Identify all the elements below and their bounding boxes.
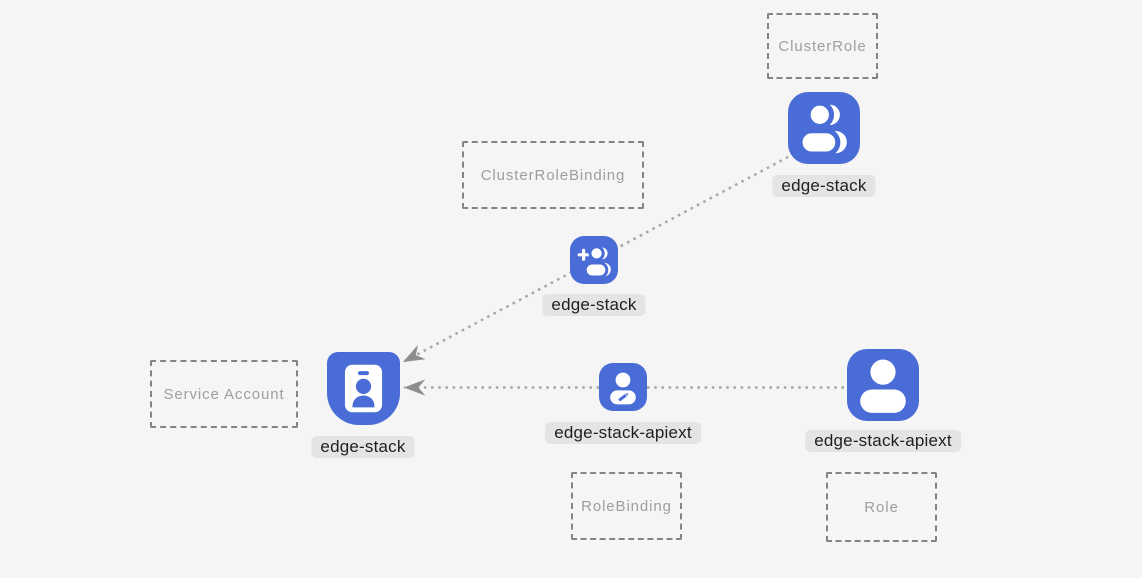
serviceaccount-type-box: Service Account (150, 360, 298, 428)
clusterrole-type-label: ClusterRole (778, 37, 867, 55)
serviceaccount-name-badge: edge-stack (311, 436, 415, 458)
clusterrolebinding-name-badge: edge-stack (542, 294, 646, 316)
user-icon (847, 349, 919, 421)
serviceaccount-type-label: Service Account (163, 385, 285, 403)
rolebinding-name-badge: edge-stack-apiext (545, 422, 701, 444)
role-type-label: Role (864, 498, 899, 516)
user-add-icon (570, 236, 618, 284)
rolebinding-type-box: RoleBinding (571, 472, 682, 540)
users-icon (788, 92, 860, 164)
clusterrolebinding-type-label: ClusterRoleBinding (480, 166, 626, 184)
clusterrolebinding-type-box: ClusterRoleBinding (462, 141, 644, 209)
user-edit-icon (599, 363, 647, 411)
id-badge-icon (327, 352, 400, 425)
role-type-box: Role (826, 472, 937, 542)
clusterrole-type-box: ClusterRole (767, 13, 878, 79)
clusterrole-name-badge: edge-stack (772, 175, 876, 197)
role-name-badge: edge-stack-apiext (805, 430, 961, 452)
rolebinding-type-label: RoleBinding (581, 497, 672, 515)
